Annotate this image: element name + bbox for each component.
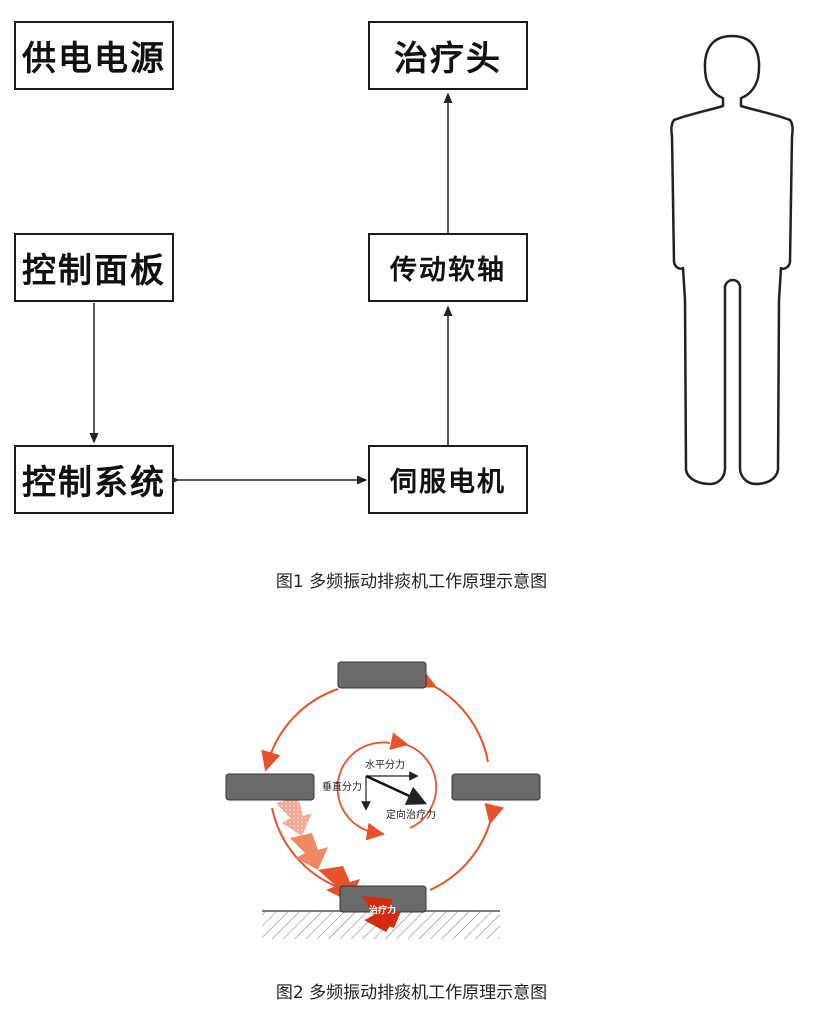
therapy-head-label: 治疗头	[394, 39, 502, 79]
directional-force-arrow	[365, 774, 428, 805]
therapy-force-arrow	[362, 896, 400, 932]
power-supply-box: 供电电源	[14, 21, 174, 90]
outer-arc-top-right	[414, 669, 489, 763]
drive-shaft-label: 传动软轴	[390, 255, 506, 286]
figure1-caption: 图1 多频振动排痰机工作原理示意图	[275, 572, 548, 592]
pad-left	[225, 773, 315, 801]
control-system-box: 控制系统	[14, 445, 174, 514]
servo-motor-label: 伺服电机	[390, 467, 506, 498]
trail-arrow-2	[290, 833, 328, 870]
drive-shaft-box: 传动软轴	[368, 233, 528, 302]
therapy-head-box: 治疗头	[368, 21, 528, 90]
human-silhouette-icon	[670, 34, 794, 486]
pad-top	[337, 661, 427, 689]
control-system-label: 控制系统	[22, 463, 166, 503]
control-panel-label: 控制面板	[22, 251, 166, 291]
vertical-force-label: 垂直分力	[322, 780, 362, 793]
therapy-force-label: 治疗力	[369, 904, 396, 916]
servo-motor-box: 伺服电机	[368, 445, 528, 514]
outer-arc-bottom-right	[429, 802, 505, 891]
control-panel-box: 控制面板	[14, 233, 174, 302]
figure1-connectors	[89, 34, 794, 486]
outer-arc-top-left	[261, 688, 339, 772]
horizontal-force-label: 水平分力	[365, 758, 405, 771]
outer-arc-bottom-left	[271, 807, 341, 889]
pad-right	[451, 773, 541, 801]
trail-arrow-1	[276, 797, 312, 836]
inner-arc-left	[336, 741, 391, 841]
inner-arc-right	[389, 732, 438, 829]
power-supply-label: 供电电源	[22, 39, 166, 79]
figure2-caption: 图2 多频振动排痰机工作原理示意图	[275, 983, 548, 1003]
directional-force-label: 定向治疗力	[386, 808, 436, 821]
